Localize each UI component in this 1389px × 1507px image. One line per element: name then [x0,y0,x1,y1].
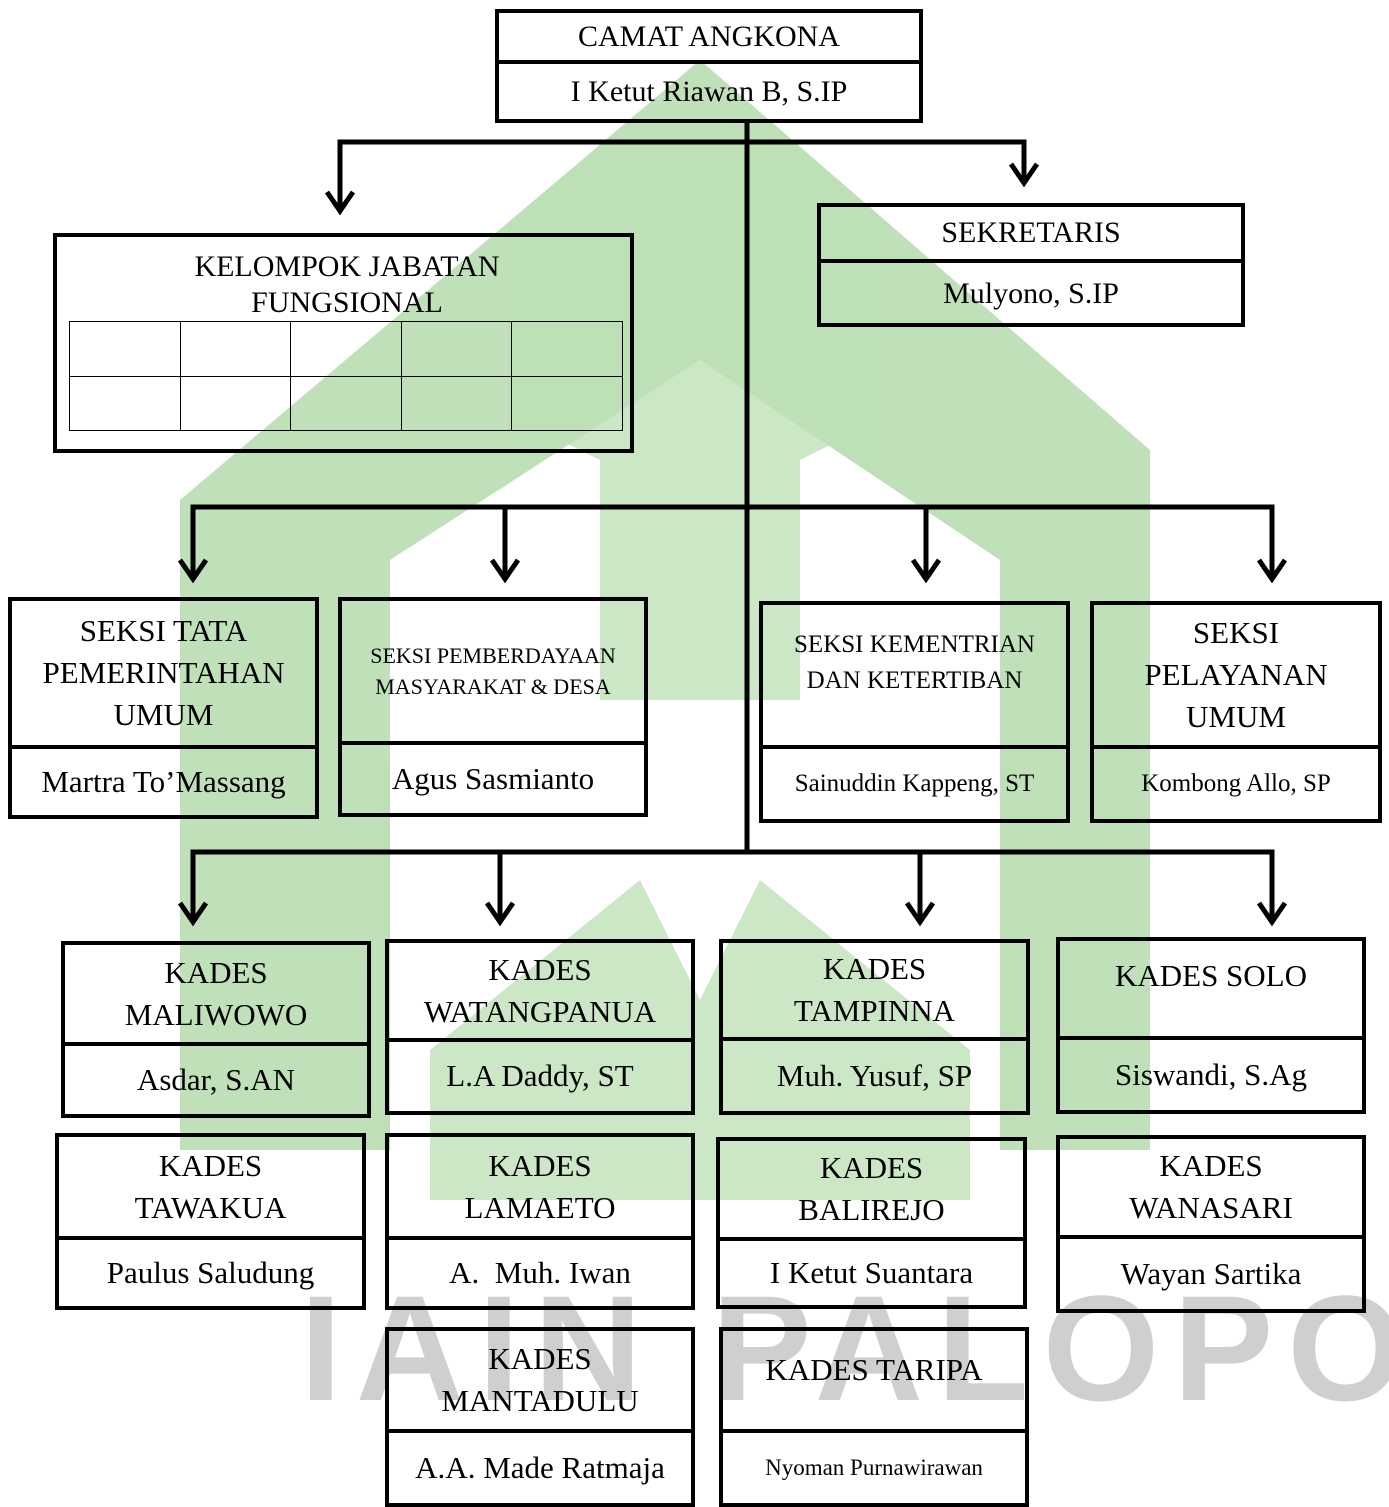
seksi-box-pelayanan: SEKSI PELAYANAN UMUM Kombong Allo, SP [1090,601,1382,823]
grid-cell [400,321,513,377]
watermark-text: IAIN PALOPO [300,1264,1389,1432]
kades-name: Nyoman Purnawirawan [723,1429,1025,1503]
kades-box-taripa: KADES TARIPA Nyoman Purnawirawan [719,1327,1029,1507]
fungsional-grid [69,321,623,431]
grid-cell [179,375,292,431]
kades-title: KADES TAMPINNA [793,951,956,1028]
kades-name: A.A. Made Ratmaja [389,1429,691,1503]
grid-cell [511,375,623,431]
kades-title: KADES WATANGPANUA [423,951,657,1029]
kades-box-solo: KADES SOLO Siswandi, S.Ag [1056,937,1366,1114]
kades-box-maliwowo: KADES MALIWOWO Asdar, S.AN [61,941,371,1118]
seksi-name: Agus Sasmianto [342,741,644,813]
seksi-title: SEKSI PELAYANAN UMUM [1144,615,1328,734]
sekretaris-name: Mulyono, S.IP [821,259,1241,323]
grid-cell [179,321,292,377]
kades-name: I Ketut Suantara [720,1237,1023,1305]
fungsional-box: KELOMPOK JABATAN FUNGSIONAL [53,233,634,453]
camat-box: CAMAT ANGKONA I Ketut Riawan B, S.IP [495,9,923,123]
grid-cell [511,321,623,377]
seksi-name: Kombong Allo, SP [1094,745,1378,819]
kades-box-tampinna: KADES TAMPINNA Muh. Yusuf, SP [719,939,1030,1115]
kades-title: KADES MALIWOWO [124,954,308,1032]
sekretaris-box: SEKRETARIS Mulyono, S.IP [817,203,1245,327]
kades-name: Paulus Saludung [59,1236,362,1306]
kades-box-lamaeto: KADES LAMAETO A. Muh. Iwan [385,1133,695,1310]
kades-box-wanasari: KADES WANASARI Wayan Sartika [1056,1135,1366,1313]
kades-title: KADES SOLO [1114,958,1308,993]
kades-name: Siswandi, S.Ag [1060,1036,1362,1110]
arrow-kades-4 [1256,901,1288,927]
seksi-title: SEKSI KEMENTRIAN DAN KETERTIBAN [794,631,1035,694]
kades-name: Wayan Sartika [1060,1235,1362,1309]
seksi-box-tata-pemerintahan: SEKSI TATA PEMERINTAHAN UMUM Martra To’M… [8,597,319,819]
kades-name: Muh. Yusuf, SP [723,1037,1026,1111]
seksi-box-pemberdayaan: SEKSI PEMBERDAYAAN MASYARAKAT & DESA Agu… [338,597,648,817]
kades-name: A. Muh. Iwan [389,1236,691,1306]
arrow-seksi-4 [1256,558,1288,584]
grid-cell [69,321,181,377]
kades-title: KADES BALIREJO [798,1150,945,1227]
kades-name: L.A Daddy, ST [389,1038,691,1111]
grid-cell [400,375,513,431]
kades-box-mantadulu: KADES MANTADULU A.A. Made Ratmaja [385,1327,695,1507]
camat-name: I Ketut Riawan B, S.IP [499,60,919,119]
seksi-box-kementrian: SEKSI KEMENTRIAN DAN KETERTIBAN Sainuddi… [759,601,1070,823]
seksi-title: SEKSI TATA PEMERINTAHAN UMUM [42,613,285,732]
sekretaris-title: SEKRETARIS [941,216,1121,249]
camat-title: CAMAT ANGKONA [578,19,840,53]
fungsional-title: KELOMPOK JABATAN FUNGSIONAL [194,250,500,319]
kades-box-tawakua: KADES TAWAKUA Paulus Saludung [55,1133,366,1310]
seksi-title: SEKSI PEMBERDAYAAN MASYARAKAT & DESA [370,643,616,699]
kades-title: KADES MANTADULU [441,1341,639,1418]
kades-title: KADES TAWAKUA [134,1147,287,1225]
kades-box-balirejo: KADES BALIREJO I Ketut Suantara [716,1137,1027,1309]
seksi-name: Sainuddin Kappeng, ST [763,745,1066,819]
kades-title: KADES TARIPA [765,1352,983,1387]
grid-cell [290,321,402,377]
grid-cell [290,375,402,431]
kades-title: KADES WANASARI [1129,1148,1293,1225]
grid-cell [69,375,181,431]
kades-name: Asdar, S.AN [65,1042,367,1114]
seksi-name: Martra To’Massang [12,745,315,815]
kades-title: KADES LAMAETO [464,1147,616,1225]
kades-box-watangpanua: KADES WATANGPANUA L.A Daddy, ST [385,939,695,1115]
